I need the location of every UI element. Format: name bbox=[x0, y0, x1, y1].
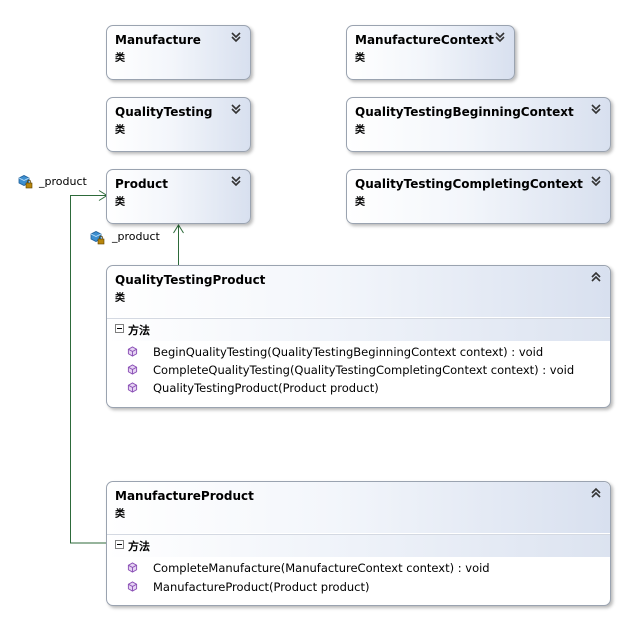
method-signature: BeginQualityTesting(QualityTestingBeginn… bbox=[153, 345, 544, 359]
methods-section-header[interactable]: 方法 bbox=[107, 534, 610, 557]
class-stereotype: 类 bbox=[115, 197, 125, 208]
method-cube-icon bbox=[127, 346, 138, 357]
class-name: QualityTestingCompletingContext bbox=[355, 177, 583, 191]
class-manufacture[interactable]: Manufacture 类 bbox=[106, 25, 251, 80]
class-manufacture-product[interactable]: ManufactureProduct 类 方法 CompleteManufact… bbox=[106, 481, 611, 606]
private-field-icon bbox=[90, 231, 105, 245]
chevron-double-down-icon[interactable] bbox=[230, 30, 242, 44]
method-signature: CompleteManufacture(ManufactureContext c… bbox=[153, 561, 490, 575]
class-quality-testing-beginning-context[interactable]: QualityTestingBeginningContext 类 bbox=[346, 97, 611, 152]
class-stereotype: 类 bbox=[115, 53, 125, 64]
chevron-double-down-icon[interactable] bbox=[590, 174, 602, 188]
method-cube-icon bbox=[127, 382, 138, 393]
class-stereotype: 类 bbox=[115, 293, 125, 304]
association-label-mp-product: _product bbox=[39, 175, 87, 188]
method-signature: QualityTestingProduct(Product product) bbox=[153, 381, 379, 395]
class-stereotype: 类 bbox=[355, 125, 365, 136]
class-product[interactable]: Product 类 bbox=[106, 169, 251, 224]
methods-section-label: 方法 bbox=[128, 324, 150, 337]
class-stereotype: 类 bbox=[355, 53, 365, 64]
class-quality-testing-product[interactable]: QualityTestingProduct 类 方法 BeginQualityT… bbox=[106, 265, 611, 408]
collapse-section-icon[interactable] bbox=[115, 540, 124, 549]
chevron-double-down-icon[interactable] bbox=[590, 102, 602, 116]
class-name: QualityTestingBeginningContext bbox=[355, 105, 574, 119]
class-name: QualityTestingProduct bbox=[115, 273, 266, 287]
chevron-double-down-icon[interactable] bbox=[230, 102, 242, 116]
method-signature: CompleteQualityTesting(QualityTestingCom… bbox=[153, 363, 575, 377]
class-name: QualityTesting bbox=[115, 105, 213, 119]
class-name: Product bbox=[115, 177, 168, 191]
class-stereotype: 类 bbox=[115, 125, 125, 136]
class-name: ManufactureProduct bbox=[115, 489, 254, 503]
class-quality-testing[interactable]: QualityTesting 类 bbox=[106, 97, 251, 152]
class-header bbox=[107, 482, 610, 533]
class-header bbox=[107, 266, 610, 317]
methods-section-header[interactable]: 方法 bbox=[107, 318, 610, 341]
private-field-icon bbox=[18, 175, 33, 189]
method-signature: ManufactureProduct(Product product) bbox=[153, 580, 370, 594]
chevron-double-down-icon[interactable] bbox=[494, 30, 506, 44]
chevron-double-down-icon[interactable] bbox=[230, 174, 242, 188]
class-name: ManufactureContext bbox=[355, 33, 494, 47]
method-cube-icon bbox=[127, 364, 138, 375]
association-qtp-product bbox=[173, 224, 184, 266]
association-label-qtp-product: _product bbox=[112, 230, 160, 243]
chevron-double-up-icon[interactable] bbox=[590, 270, 602, 284]
chevron-double-up-icon[interactable] bbox=[590, 486, 602, 500]
methods-section-label: 方法 bbox=[128, 540, 150, 553]
collapse-section-icon[interactable] bbox=[115, 324, 124, 333]
class-stereotype: 类 bbox=[355, 197, 365, 208]
method-cube-icon bbox=[127, 562, 138, 573]
class-quality-testing-completing-context[interactable]: QualityTestingCompletingContext 类 bbox=[346, 169, 611, 224]
class-name: Manufacture bbox=[115, 33, 201, 47]
class-stereotype: 类 bbox=[115, 509, 125, 520]
method-cube-icon bbox=[127, 581, 138, 592]
class-manufacture-context[interactable]: ManufactureContext 类 bbox=[346, 25, 515, 80]
